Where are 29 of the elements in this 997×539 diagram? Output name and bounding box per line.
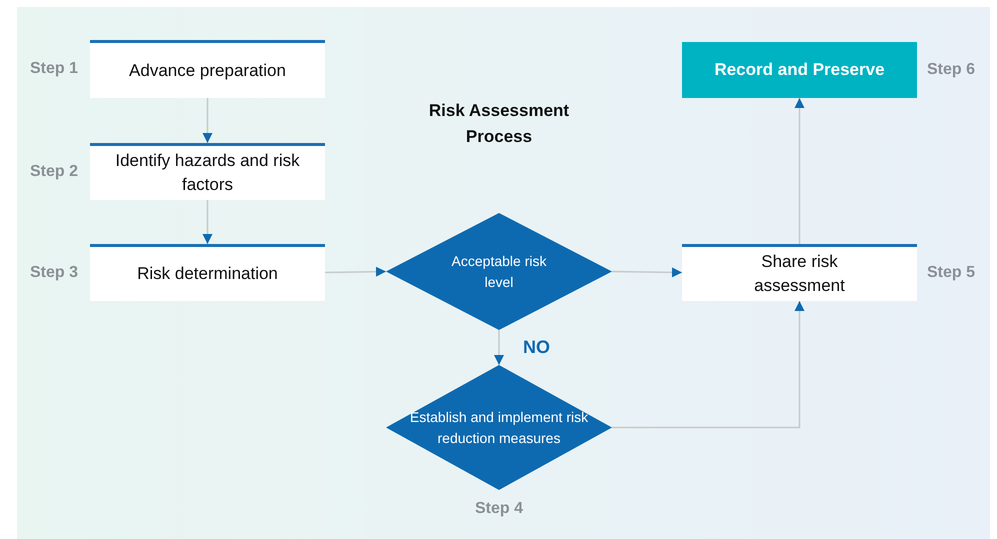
- box-text: Identify hazards and risk factors: [114, 150, 301, 196]
- process-box: [90, 40, 325, 98]
- connector-arrow: [202, 98, 212, 143]
- decision-diamond: [386, 213, 612, 330]
- process-box: [90, 244, 325, 301]
- process-box: [682, 42, 917, 98]
- step-label: Step 1: [30, 59, 78, 79]
- connector-arrow: [612, 267, 682, 278]
- box-text: Share risk assessment: [753, 251, 846, 297]
- step-label: Step 5: [927, 262, 976, 282]
- diamond-text: Establish and implement risk reduction measures: [409, 408, 589, 448]
- step-label: Step 6: [927, 60, 976, 80]
- diamond-text: Acceptable risk level: [450, 252, 548, 292]
- connector-arrow: [202, 200, 212, 244]
- step-label: Step 4: [474, 499, 524, 519]
- step-label: Step 3: [30, 262, 78, 282]
- edge-label: NO: [523, 336, 550, 358]
- connector-arrow: [494, 330, 504, 365]
- box-text: Record and Preserve: [714, 59, 885, 81]
- decision-diamond: [386, 365, 612, 490]
- connector-arrow: [612, 301, 804, 428]
- box-text: Risk determination: [136, 263, 279, 285]
- connector-arrow: [324, 266, 386, 277]
- step-label: Step 2: [30, 162, 78, 182]
- process-box: [90, 143, 325, 200]
- box-text: Advance preparation: [128, 60, 287, 82]
- diagram-title: Risk Assessment Process: [428, 100, 570, 148]
- process-box: [682, 244, 917, 301]
- connector-arrow: [794, 98, 804, 244]
